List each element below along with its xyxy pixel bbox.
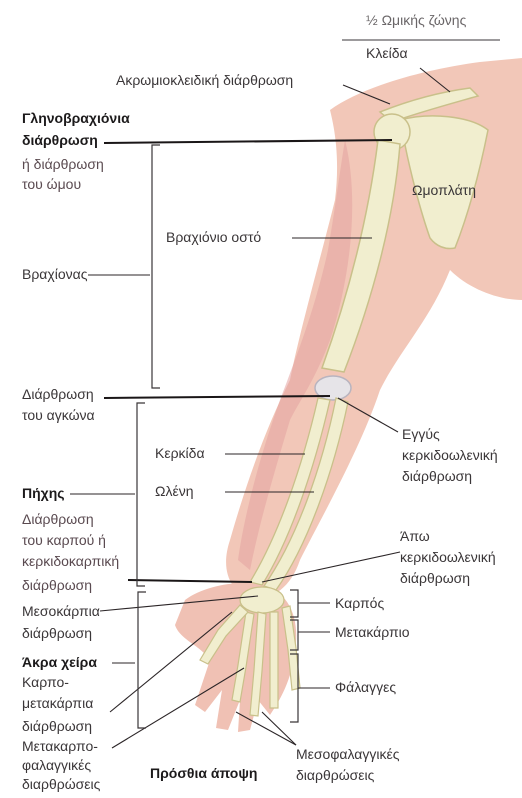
phalanges-label: Φάλαγγες: [335, 679, 396, 696]
wrist-label-2: του καρπού ή: [22, 532, 106, 549]
proximal-radioulnar-label-2: κερκιδοωλενική: [402, 447, 498, 464]
carpus-label: Καρπός: [335, 595, 384, 612]
glenohumeral-label-2: διάρθρωση: [22, 132, 98, 149]
wrist-label-4: διάρθρωση: [22, 577, 92, 594]
metacarpus-label: Μετακάρπιο: [335, 624, 410, 641]
hand-label: Άκρα χείρα: [22, 654, 97, 671]
proximal-radioulnar-label-1: Εγγύς: [402, 426, 440, 443]
acromioclavicular-label: Ακρωμιοκλειδική διάρθρωση: [116, 72, 293, 89]
carpometacarpal-label-1: Καρπο-: [22, 674, 69, 691]
carpal-bones: [240, 587, 284, 613]
carpometacarpal-label-3: διάρθρωση: [22, 718, 92, 735]
bracket-forearm: [137, 403, 145, 586]
clavicle-label: Κλείδα: [366, 45, 408, 62]
bracket-hand: [138, 592, 146, 728]
proximal-radioulnar-label-3: διάρθρωση: [402, 468, 472, 485]
interphalangeal-label-2: διαρθρώσεις: [296, 767, 374, 784]
girdle-title: ½ Ωμικής ζώνης: [366, 12, 466, 29]
metacarpophalangeal-label-3: διαρθρώσεις: [22, 776, 100, 793]
radius-label: Κερκίδα: [155, 445, 205, 462]
interphalangeal-label-1: Μεσοφαλαγγικές: [296, 746, 399, 763]
elbow-label-2: του αγκώνα: [22, 407, 95, 424]
anterior-view-caption: Πρόσθια άποψη: [150, 765, 257, 782]
glenohumeral-label-1: Γληνοβραχιόνια: [22, 110, 130, 127]
midcarpal-label-2: διάρθρωση: [22, 625, 92, 642]
ulna-label: Ωλένη: [155, 483, 194, 500]
bracket-arm: [152, 145, 160, 388]
elbow-label-1: Διάρθρωση: [22, 386, 94, 403]
finger-3-bones: [270, 612, 278, 708]
carpometacarpal-label-2: μετακάρπια: [22, 695, 93, 712]
metacarpophalangeal-label-1: Μετακαρπο-: [22, 738, 98, 755]
wrist-label-3: κερκιδοκαρπική: [22, 553, 119, 570]
distal-radioulnar-label-3: διάρθρωση: [400, 570, 470, 587]
scapula-label: Ωμοπλάτη: [412, 182, 476, 199]
arm-label: Βραχίονας: [22, 266, 87, 283]
metacarpophalangeal-label-2: φαλαγγικές: [22, 757, 91, 774]
midcarpal-label-1: Μεσοκάρπια: [22, 603, 100, 620]
forearm-label: Πήχης: [22, 485, 65, 502]
glenohumeral-label-3: ή διάρθρωση: [22, 156, 104, 173]
wrist-label-1: Διάρθρωση: [22, 511, 94, 528]
distal-radioulnar-label-2: κερκιδοωλενική: [400, 549, 496, 566]
humerus-label: Βραχιόνιο οστό: [166, 229, 261, 246]
distal-radioulnar-label-1: Άπω: [400, 528, 430, 545]
glenohumeral-label-4: του ώμου: [22, 176, 81, 193]
